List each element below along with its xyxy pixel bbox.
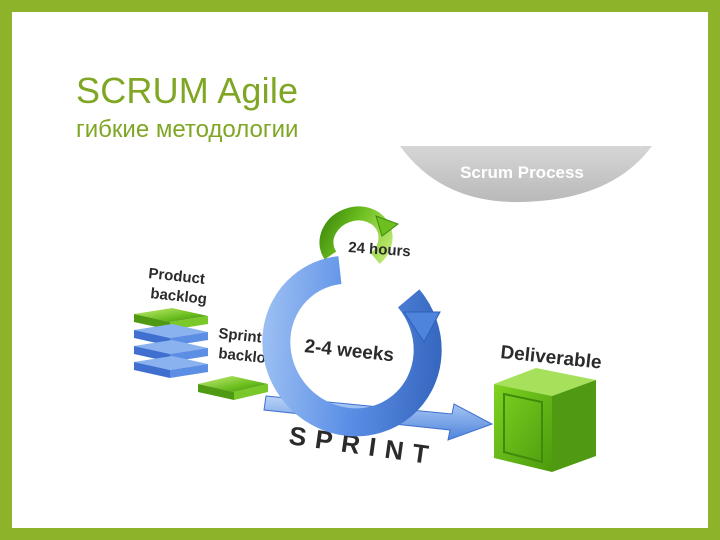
product-backlog-label-line1: Product: [148, 265, 206, 288]
sprint-cycle-label: 2-4 weeks: [303, 336, 395, 366]
scrum-process-banner: Scrum Process: [400, 146, 652, 202]
deliverable-box: [494, 368, 596, 472]
daily-cycle-label: 24 hours: [348, 239, 412, 260]
slide: SCRUM Agile гибкие методологии: [12, 12, 708, 528]
deliverable-label: Deliverable: [499, 342, 602, 373]
scrum-process-diagram: Scrum Process Product backlog Sprint ba: [12, 12, 708, 528]
sprint-backlog-label-line1: Sprint: [218, 325, 263, 346]
banner-label: Scrum Process: [460, 163, 584, 182]
sprint-backlog-slab: [198, 376, 268, 400]
product-backlog-stack: [134, 308, 208, 378]
product-backlog-label-line2: backlog: [150, 285, 208, 308]
box-side: [552, 380, 596, 472]
